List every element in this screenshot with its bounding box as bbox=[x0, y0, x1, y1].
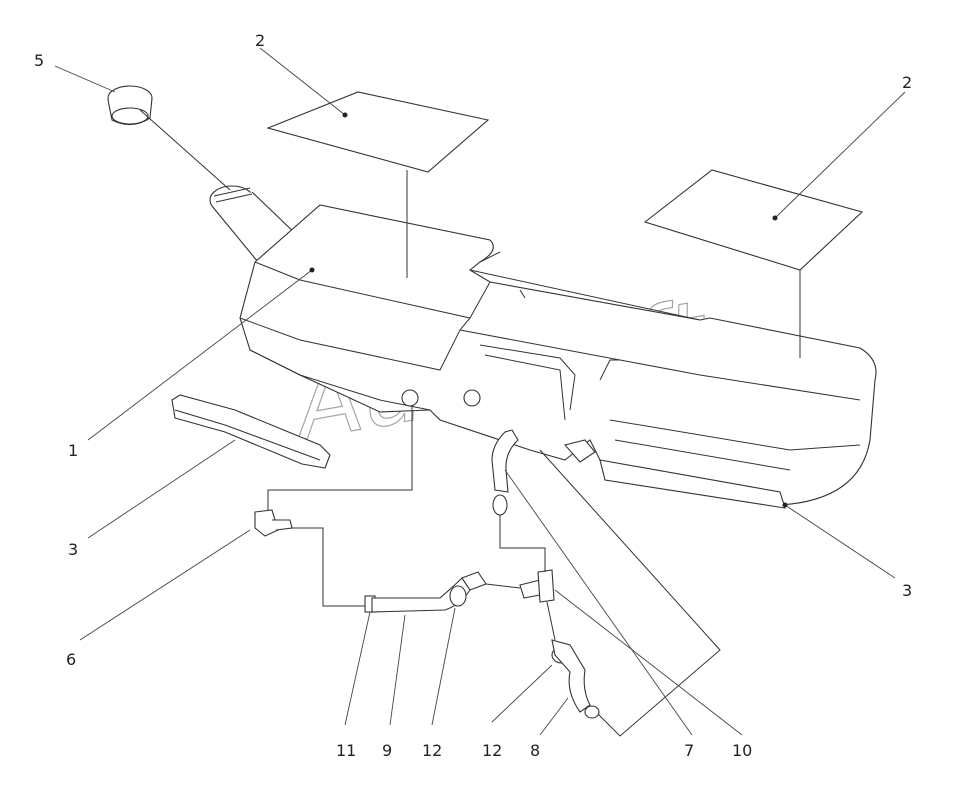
hose-assembly bbox=[254, 429, 600, 719]
label-5: 5 bbox=[34, 51, 44, 70]
assembly-lines bbox=[139, 109, 801, 737]
label-3-right: 3 bbox=[902, 581, 912, 600]
label-7: 7 bbox=[684, 741, 694, 760]
label-8: 8 bbox=[530, 741, 540, 760]
support-strap-right bbox=[599, 459, 786, 509]
label-1: 1 bbox=[68, 441, 78, 460]
pad-right bbox=[643, 169, 864, 271]
label-12-left: 12 bbox=[422, 741, 442, 760]
label-11: 11 bbox=[336, 741, 356, 760]
label-9: 9 bbox=[382, 741, 392, 760]
label-3-left: 3 bbox=[68, 540, 78, 559]
label-10: 10 bbox=[732, 741, 752, 760]
support-strap-left bbox=[171, 394, 331, 469]
pad-left bbox=[266, 91, 490, 173]
label-6: 6 bbox=[66, 650, 76, 669]
fuel-tank bbox=[239, 204, 877, 506]
filler-cap bbox=[107, 85, 153, 126]
label-2-right: 2 bbox=[902, 73, 912, 92]
label-2-left: 2 bbox=[255, 31, 265, 50]
label-12-right: 12 bbox=[482, 741, 502, 760]
leader-lines bbox=[54, 47, 906, 736]
